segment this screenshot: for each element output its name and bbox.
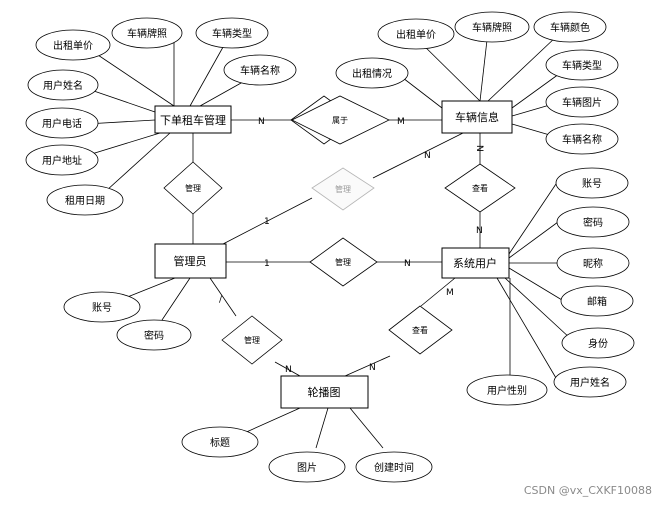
- card-admin-carousel: /: [219, 295, 223, 305]
- attr-vehicle-type: 车辆类型: [545, 49, 619, 81]
- relation-manage-order: 管理: [163, 161, 223, 215]
- card-carousel-from-admin: N: [285, 365, 292, 375]
- attr-order-user-name: 用户姓名: [27, 69, 99, 101]
- svg-text:车辆名称: 车辆名称: [240, 64, 280, 77]
- card-admin-manage-user: 1: [264, 259, 270, 269]
- svg-text:用户地址: 用户地址: [42, 154, 82, 167]
- svg-text:账号: 账号: [582, 178, 602, 190]
- svg-text:图片: 图片: [297, 461, 317, 474]
- attr-order-type: 车辆类型: [195, 17, 269, 49]
- attr-order-plate: 车辆牌照: [111, 17, 183, 49]
- attr-vehicle-image: 车辆图片: [545, 86, 619, 118]
- attr-carousel-created-time: 创建时间: [355, 451, 433, 483]
- svg-text:昵称: 昵称: [583, 257, 603, 270]
- attr-user-name: 用户姓名: [553, 366, 627, 398]
- entity-order: 下单租车管理: [154, 105, 232, 134]
- attr-vehicle-name: 车辆名称: [545, 123, 619, 155]
- attr-vehicle-plate: 车辆牌照: [454, 11, 530, 43]
- watermark: CSDN @vx_CXKF10088: [524, 484, 652, 497]
- relation-manage-vehicle: 管理: [311, 167, 375, 211]
- svg-text:车辆牌照: 车辆牌照: [127, 27, 167, 40]
- attr-user-gender: 用户性别: [466, 374, 548, 406]
- attr-vehicle-rent-price: 出租单价: [377, 18, 455, 50]
- attr-order-vehicle-name: 车辆名称: [223, 54, 297, 86]
- attr-user-password: 密码: [556, 206, 630, 238]
- attr-carousel-title: 标题: [181, 426, 259, 458]
- attr-order-user-address: 用户地址: [25, 144, 99, 176]
- attr-user-nickname: 昵称: [556, 247, 630, 279]
- svg-text:账号: 账号: [92, 302, 112, 314]
- svg-text:出租单价: 出租单价: [53, 39, 93, 52]
- entity-carousel-label: 轮播图: [308, 385, 341, 399]
- svg-text:车辆牌照: 车辆牌照: [472, 21, 512, 34]
- svg-text:用户性别: 用户性别: [487, 384, 527, 397]
- card-order-belongs: N: [258, 117, 265, 127]
- svg-text:租用日期: 租用日期: [65, 194, 105, 207]
- relation-manage-user: 管理: [309, 237, 378, 287]
- entity-user: 系统用户: [441, 247, 510, 279]
- attr-user-role: 身份: [561, 327, 635, 359]
- entity-admin-label: 管理员: [174, 254, 207, 268]
- entity-admin: 管理员: [154, 243, 227, 279]
- attr-admin-account: 账号: [63, 291, 141, 323]
- attr-user-account: 账号: [555, 167, 629, 199]
- attr-vehicle-rent-status: 出租情况: [335, 57, 409, 89]
- relation-manage-vehicle-label: 管理: [335, 184, 351, 194]
- entity-vehicle-label: 车辆信息: [455, 110, 499, 124]
- card-user-view: N: [476, 226, 483, 236]
- svg-text:密码: 密码: [583, 216, 603, 229]
- svg-text:出租情况: 出租情况: [352, 67, 392, 80]
- card-vehicle-manage-admin: N: [424, 151, 431, 161]
- card-vehicle-belongs: M: [397, 117, 405, 127]
- relation-view-carousel: 查看: [388, 305, 453, 355]
- attr-order-rent-price: 出租单价: [35, 29, 111, 61]
- entity-user-label: 系统用户: [453, 256, 497, 270]
- card-carousel-from-user: N: [369, 363, 376, 373]
- relation-view-vehicle-label: 查看: [472, 183, 488, 193]
- card-admin-manage-vehicle: 1: [264, 217, 270, 227]
- svg-text:邮箱: 邮箱: [587, 295, 607, 308]
- card-vehicle-view: N: [474, 145, 484, 152]
- entity-vehicle: 车辆信息: [441, 100, 513, 134]
- svg-text:身份: 身份: [588, 337, 608, 350]
- svg-text:车辆名称: 车辆名称: [562, 133, 602, 146]
- attr-order-rent-date: 租用日期: [46, 184, 124, 216]
- svg-text:用户姓名: 用户姓名: [570, 376, 610, 389]
- relation-manage-carousel: 管理: [221, 315, 283, 365]
- attr-vehicle-color: 车辆颜色: [533, 11, 607, 43]
- relation-belongs: 属于: [290, 95, 390, 145]
- relation-manage-user-label: 管理: [335, 257, 351, 267]
- attr-admin-password: 密码: [116, 319, 192, 351]
- relation-belongs-label: 属于: [332, 116, 348, 125]
- entity-carousel: 轮播图: [280, 375, 369, 409]
- relation-manage-carousel-label: 管理: [244, 335, 260, 345]
- attr-order-user-phone: 用户电话: [25, 107, 99, 139]
- relation-manage-order-label: 管理: [185, 183, 201, 193]
- cardinality-labels: N M N N 1 N 1 N / N N M: [219, 117, 484, 375]
- svg-text:车辆类型: 车辆类型: [562, 59, 602, 72]
- svg-text:用户姓名: 用户姓名: [43, 79, 83, 92]
- svg-text:车辆图片: 车辆图片: [562, 96, 602, 109]
- relation-view-carousel-label: 查看: [412, 325, 428, 335]
- svg-text:车辆类型: 车辆类型: [212, 27, 252, 40]
- attr-carousel-image: 图片: [268, 451, 346, 483]
- entity-order-label: 下单租车管理: [160, 113, 226, 127]
- relation-view-vehicle: 查看: [444, 163, 516, 213]
- svg-text:标题: 标题: [210, 437, 230, 449]
- svg-text:车辆颜色: 车辆颜色: [550, 21, 590, 34]
- svg-text:密码: 密码: [144, 329, 164, 342]
- svg-text:创建时间: 创建时间: [374, 461, 414, 474]
- attr-user-email: 邮箱: [560, 285, 634, 317]
- card-user-manage-admin: N: [404, 259, 411, 269]
- svg-text:用户电话: 用户电话: [42, 117, 82, 130]
- card-user-carousel: M: [446, 288, 454, 298]
- svg-text:出租单价: 出租单价: [396, 28, 436, 41]
